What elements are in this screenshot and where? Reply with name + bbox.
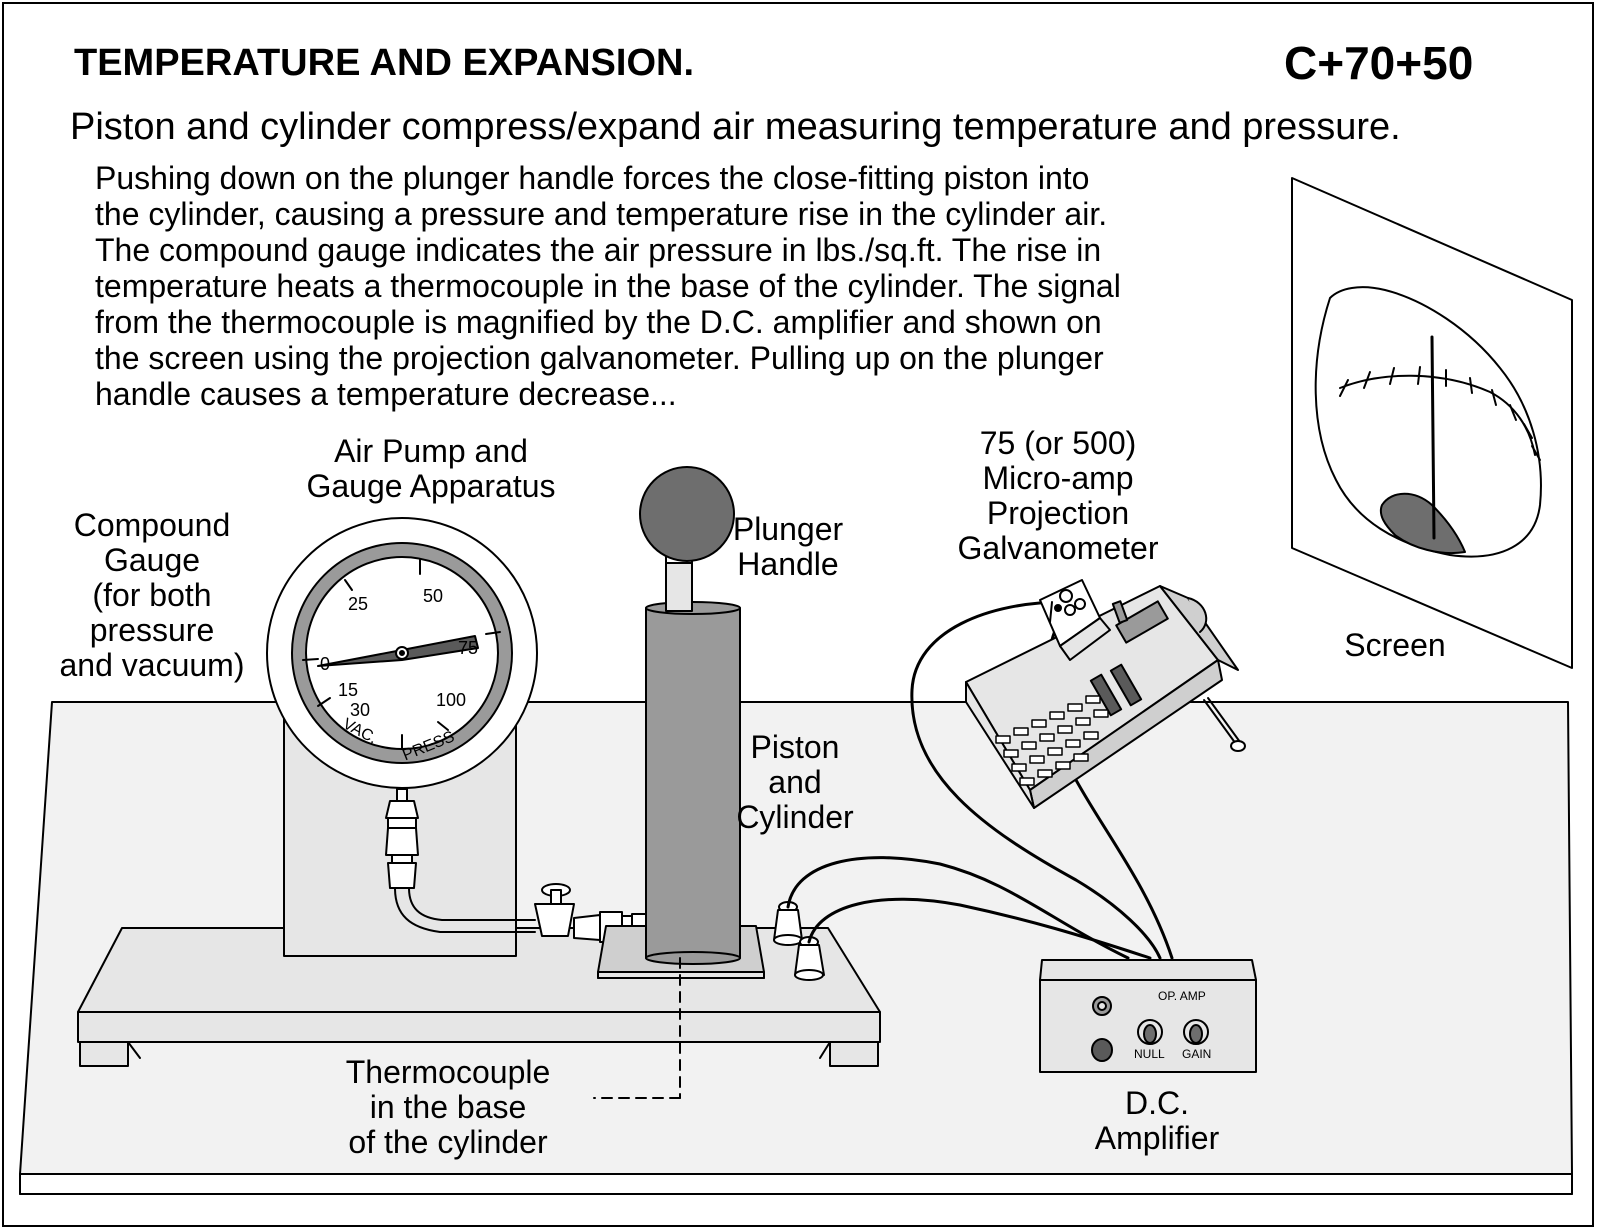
label-line: Air Pump and [334, 433, 528, 469]
screen-panel [1291, 177, 1573, 669]
label-line: D.C. [1125, 1085, 1189, 1121]
null-label: NULL [1134, 1047, 1165, 1061]
gauge-scale-30: 30 [350, 700, 370, 720]
label-line: pressure [89, 612, 215, 648]
label-line: and vacuum) [59, 647, 245, 683]
description-paragraph: Pushing down on the plunger handle force… [95, 160, 1275, 412]
label-line: Gauge [103, 542, 201, 578]
label-line: Compound [73, 507, 231, 543]
label-line: Gauge Apparatus [306, 468, 556, 504]
air-pump-label: Air Pump and Gauge Apparatus [286, 434, 576, 504]
label-line: Projection [986, 495, 1130, 531]
label-line: and [768, 764, 822, 800]
label-line: Piston [750, 729, 840, 765]
label-line: Galvanometer [957, 530, 1159, 566]
plunger-handle-label: Plunger Handle [718, 512, 858, 582]
gauge-scale-15: 15 [338, 680, 358, 700]
gain-label: GAIN [1182, 1047, 1211, 1061]
galvanometer-label: 75 (or 500) Micro-amp Projection Galvano… [930, 426, 1186, 566]
label-line: Micro-amp [982, 460, 1134, 496]
galvanometer-keypad [995, 695, 1109, 786]
gauge-scale-50: 50 [423, 586, 443, 606]
thermocouple-leader [593, 957, 681, 1099]
projection-galvanometer [965, 579, 1246, 809]
thermocouple-label: Thermocouple in the base of the cylinder [326, 1055, 570, 1160]
gauge-scale-25: 25 [348, 594, 368, 614]
gauge-scale-0: 0 [320, 654, 330, 674]
dc-amplifier [1039, 959, 1257, 1073]
op-amp-label: OP. AMP [1158, 989, 1206, 1003]
dc-amplifier-label: D.C. Amplifier [1082, 1086, 1232, 1156]
description-line: the screen using the projection galvanom… [95, 340, 1104, 376]
label-line: Handle [737, 546, 839, 582]
label-line: Amplifier [1094, 1120, 1220, 1156]
catalog-code: C+70+50 [1284, 37, 1474, 89]
page-subtitle: Piston and cylinder compress/expand air … [70, 106, 1401, 148]
label-line: of the cylinder [348, 1124, 548, 1160]
piston-cylinder [645, 554, 741, 965]
gauge-scale-100: 100 [436, 690, 466, 710]
description-line: the cylinder, causing a pressure and tem… [95, 196, 1108, 232]
gauge-scale-75: 75 [458, 638, 478, 658]
label-line: Plunger [732, 511, 844, 547]
description-line: handle causes a temperature decrease... [95, 376, 677, 412]
description-line: temperature heats a thermocouple in the … [95, 268, 1121, 304]
page-title: TEMPERATURE AND EXPANSION. [74, 42, 695, 84]
label-line: (for both [92, 577, 212, 613]
piston-cylinder-label: Piston and Cylinder [720, 730, 870, 835]
label-line: Cylinder [736, 799, 854, 835]
description-line: Pushing down on the plunger handle force… [95, 160, 1090, 196]
description-line: from the thermocouple is magnified by th… [95, 304, 1102, 340]
plunger-handle-ball [639, 466, 735, 562]
gauge-fittings [385, 788, 536, 933]
screen-label: Screen [1344, 627, 1446, 663]
label-line: 75 (or 500) [979, 425, 1137, 461]
description-line: The compound gauge indicates the air pre… [95, 232, 1102, 268]
compound-gauge-label: Compound Gauge (for both pressure and va… [42, 508, 262, 683]
label-line: Thermocouple [345, 1054, 551, 1090]
label-line: in the base [369, 1089, 527, 1125]
compound-gauge [266, 517, 538, 789]
